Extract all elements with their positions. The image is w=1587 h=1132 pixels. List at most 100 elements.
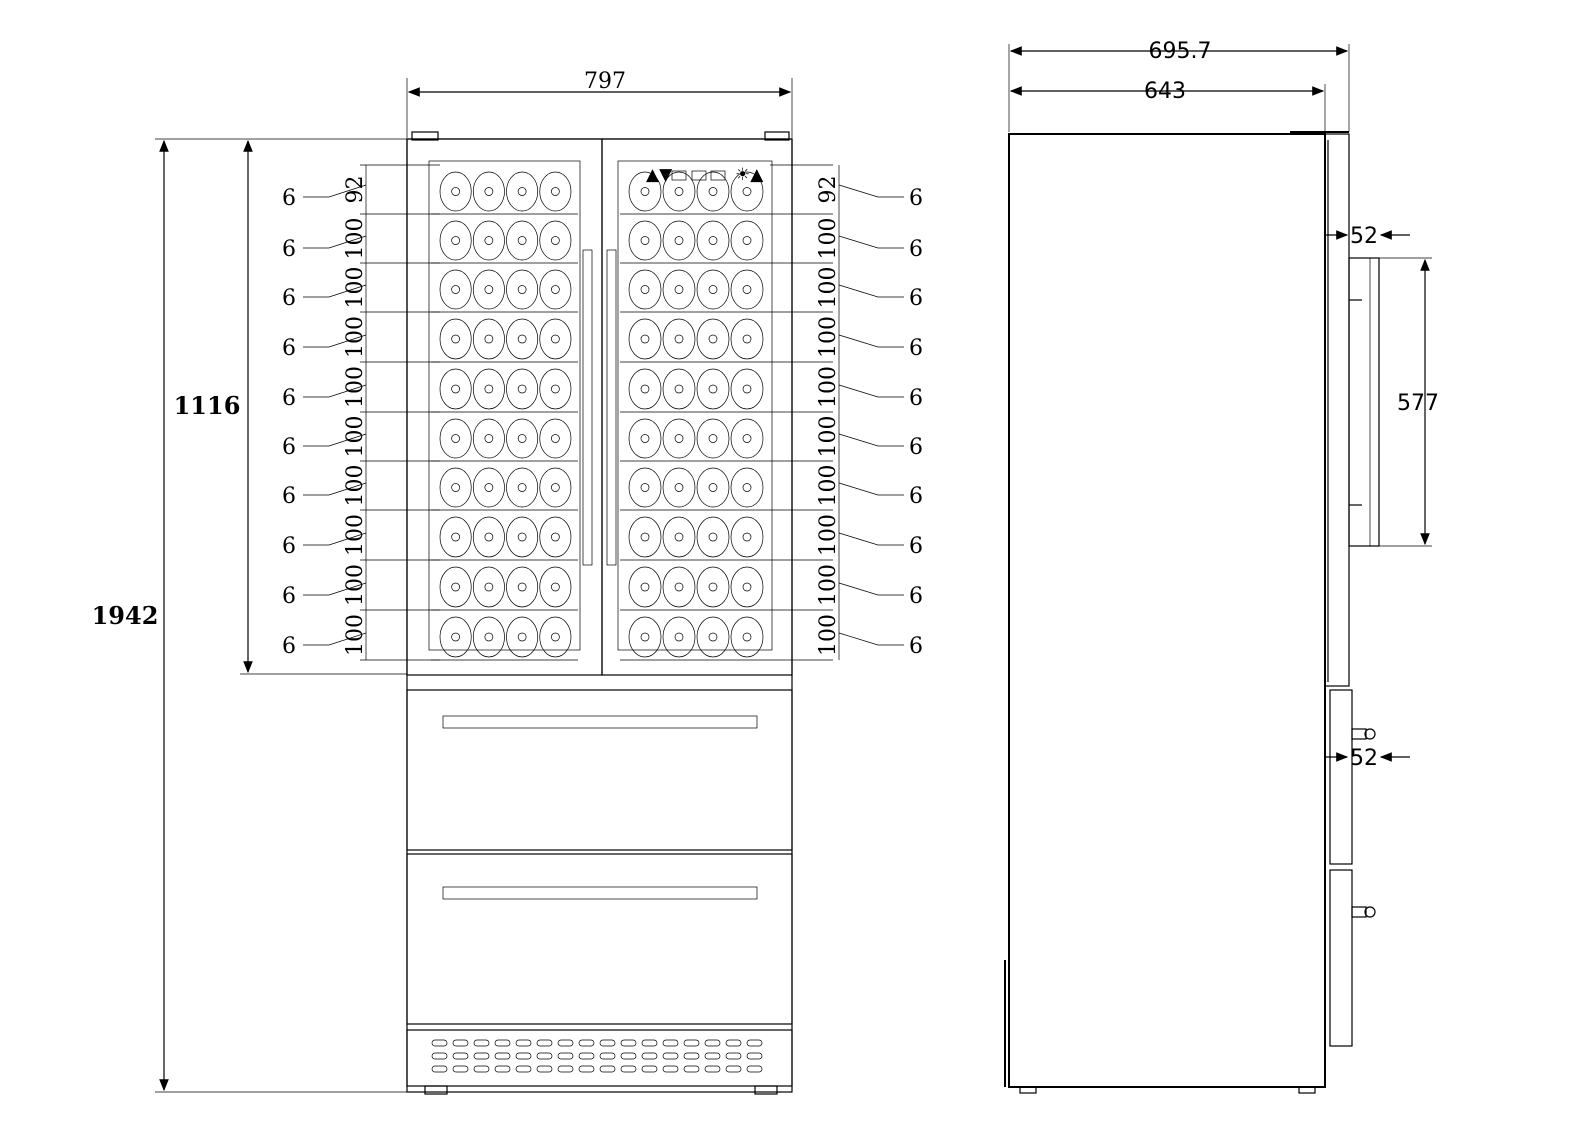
leader-line — [838, 482, 904, 496]
bottle-neck — [708, 532, 718, 542]
bottle — [472, 467, 505, 508]
vent-slot — [578, 1039, 595, 1047]
bottle-neck — [551, 532, 560, 542]
shelf-thickness-label: 6 — [909, 534, 923, 559]
bottle — [696, 318, 730, 360]
leader-line — [838, 433, 904, 447]
leader-line — [838, 384, 904, 398]
bottle — [662, 220, 696, 261]
bottle-neck — [742, 187, 752, 196]
bottle-neck — [708, 334, 718, 344]
control-panel: ▲▼ ☀▲ — [646, 165, 764, 185]
bottle — [472, 566, 505, 608]
bottle — [506, 318, 539, 360]
bottle — [730, 171, 764, 212]
bottle-neck — [451, 582, 460, 592]
vent-slot — [725, 1039, 742, 1047]
bottle-neck — [640, 582, 650, 592]
bottle — [730, 616, 764, 658]
vent-slot — [452, 1039, 469, 1047]
leader-line — [303, 482, 367, 496]
bottle — [628, 516, 662, 558]
bottle — [472, 516, 505, 558]
shelf-spacing-label: 100 — [816, 514, 841, 556]
bottle — [662, 269, 696, 310]
bottle-neck — [484, 483, 494, 492]
vent-slot — [473, 1039, 490, 1047]
bottle-neck — [674, 384, 684, 394]
cabinet-body — [406, 138, 793, 1093]
bottle-neck — [551, 632, 560, 642]
vent-slot — [494, 1065, 511, 1073]
bottle-neck — [484, 434, 494, 443]
bottle-neck — [484, 632, 494, 642]
bottle — [539, 566, 572, 608]
door-handle-offset-label: 52 — [1350, 224, 1378, 249]
bottle-neck — [551, 434, 560, 443]
bottle-neck — [640, 632, 650, 642]
bottle — [696, 467, 730, 508]
vent-slot — [599, 1052, 616, 1060]
right-door — [601, 138, 793, 676]
leader-line — [838, 284, 904, 298]
bottle-neck — [451, 483, 460, 492]
bottle-neck — [484, 187, 494, 196]
bottle — [506, 418, 539, 459]
drawer-handle-offset-label: 52 — [1350, 746, 1378, 771]
bottle — [439, 171, 472, 212]
shelf-thickness-label: 6 — [282, 237, 296, 262]
vent-slot — [515, 1039, 532, 1047]
shelf-spacing-label: 92 — [343, 176, 368, 204]
bottle-neck — [517, 334, 527, 344]
bottle-neck — [517, 632, 527, 642]
vent-slot — [494, 1039, 511, 1047]
bottle-neck — [551, 236, 560, 245]
bottle-neck — [517, 236, 527, 245]
bottle-neck — [674, 187, 684, 196]
shelf-thickness-label: 6 — [909, 336, 923, 361]
bottle-neck — [451, 434, 460, 443]
bottle — [696, 516, 730, 558]
lower-drawer-handle — [442, 886, 758, 900]
bottle — [730, 269, 764, 310]
bottle — [439, 467, 472, 508]
bottle — [472, 368, 505, 410]
lower-drawer — [406, 853, 793, 1025]
bottle — [539, 616, 572, 658]
bottle — [628, 318, 662, 360]
bottle-neck — [517, 434, 527, 443]
body-depth-label: 643 — [1144, 79, 1186, 104]
bottle-neck — [451, 334, 460, 344]
total-depth-label: 695.7 — [1149, 39, 1212, 64]
bottle — [539, 269, 572, 310]
vent-slot — [515, 1065, 532, 1073]
bottle — [662, 171, 696, 212]
shelf-thickness-label: 6 — [282, 534, 296, 559]
shelf-thickness-label: 6 — [909, 286, 923, 311]
leader-line — [838, 334, 904, 348]
bottle-neck — [742, 434, 752, 443]
bottle — [662, 467, 696, 508]
vent-slot — [494, 1052, 511, 1060]
bottle — [628, 418, 662, 459]
bottle — [662, 318, 696, 360]
bottle — [539, 368, 572, 410]
bottle-neck — [484, 532, 494, 542]
vent-slot — [557, 1065, 574, 1073]
bottle-neck — [484, 334, 494, 344]
bottle-neck — [517, 532, 527, 542]
cabinet-height-label: 1116 — [174, 391, 241, 420]
overall-height-label: 1942 — [92, 601, 159, 630]
shelf-thickness-label: 6 — [282, 186, 296, 211]
bottle — [439, 368, 472, 410]
leader-line — [303, 433, 367, 447]
bottle — [628, 171, 662, 212]
bottle — [506, 616, 539, 658]
bottle-neck — [551, 582, 560, 592]
bottle — [439, 220, 472, 261]
vent-slot — [620, 1065, 637, 1073]
shelf-spacing-label: 100 — [816, 316, 841, 358]
shelf-spacing-label: 100 — [343, 267, 368, 309]
bottle-neck — [742, 483, 752, 492]
bottle-neck — [551, 483, 560, 492]
